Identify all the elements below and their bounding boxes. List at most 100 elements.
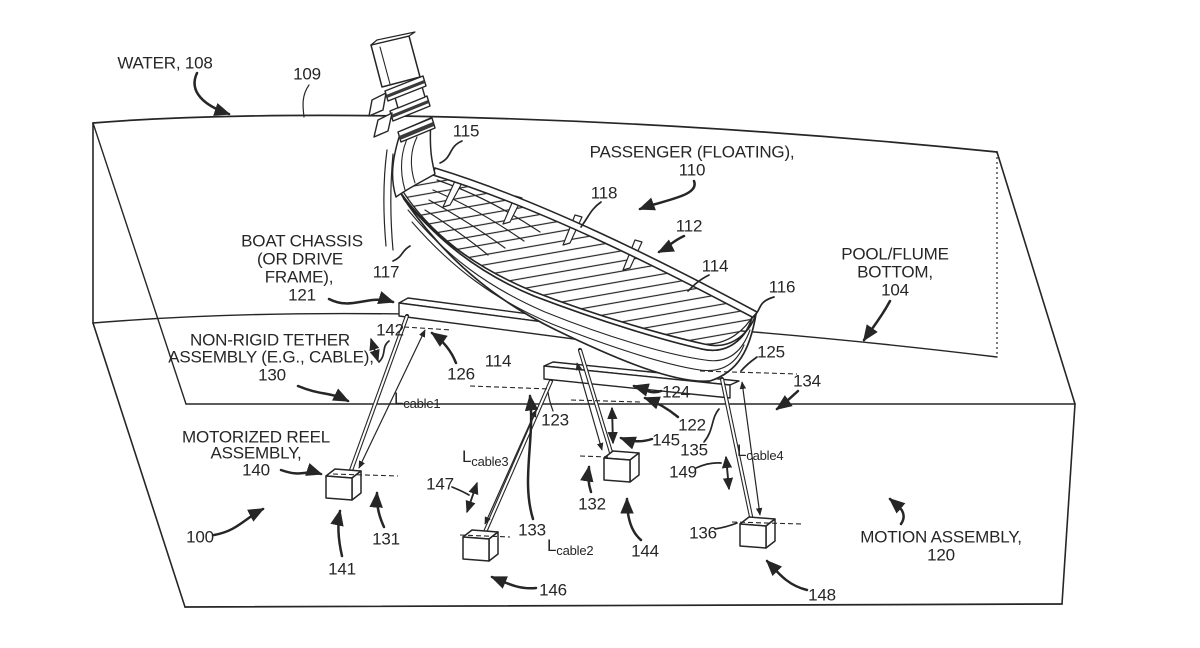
leader-132 xyxy=(580,465,594,494)
label-115: 115 xyxy=(453,122,480,141)
leader-130 xyxy=(296,384,350,403)
callout-leaders xyxy=(193,71,906,592)
label-motion-assembly: MOTION ASSEMBLY, xyxy=(860,528,1022,547)
label-131: 131 xyxy=(372,530,400,549)
cable-length-dimensions xyxy=(358,329,763,525)
label-chassis-1: BOAT CHASSIS xyxy=(241,232,363,251)
leader-145 xyxy=(619,436,654,450)
label-133: 133 xyxy=(518,521,546,540)
label-147: 147 xyxy=(426,475,454,494)
leader-146 xyxy=(490,575,538,590)
reel-box-148 xyxy=(739,516,776,549)
label-136: 136 xyxy=(689,524,717,543)
dim-cable2 xyxy=(575,362,604,451)
label-124: 124 xyxy=(662,383,690,402)
adjust-arrow-145 xyxy=(607,406,618,445)
leader-141 xyxy=(330,509,344,558)
leader-120 xyxy=(888,497,906,526)
label-tether-2: ASSEMBLY (E.G., CABLE), xyxy=(168,348,373,367)
label-141: 141 xyxy=(328,560,356,579)
reel-box-146 xyxy=(462,529,499,562)
label-135: 135 xyxy=(680,441,708,460)
label-110: 110 xyxy=(679,161,706,180)
leader-125 xyxy=(740,356,758,372)
leader-110 xyxy=(638,179,696,211)
label-lcable2: Lcable2 xyxy=(547,536,593,558)
adjust-arrow-142 xyxy=(369,337,380,363)
label-passenger: PASSENGER (FLOATING), xyxy=(590,143,795,162)
label-125: 125 xyxy=(757,343,785,362)
reel-box-144 xyxy=(603,450,640,483)
adjust-arrow-149 xyxy=(721,455,734,491)
label-146: 146 xyxy=(539,581,567,600)
dim-cable4 xyxy=(739,381,763,516)
leader-water-108 xyxy=(193,71,231,116)
boat xyxy=(368,31,758,383)
label-pool-bottom: BOTTOM, xyxy=(857,263,933,282)
dim-cable3 xyxy=(484,409,537,525)
label-114b: 114 xyxy=(485,352,512,371)
leader-116 xyxy=(753,296,775,317)
leader-109 xyxy=(302,84,310,118)
label-126: 126 xyxy=(447,365,475,384)
label-118: 118 xyxy=(591,184,618,203)
label-120: 120 xyxy=(927,546,955,565)
label-132: 132 xyxy=(578,495,606,514)
callout-labels: WATER, 108 109 115 PASSENGER (FLOATING),… xyxy=(117,54,1022,605)
leader-140 xyxy=(279,463,323,476)
label-pool-flume: POOL/FLUME xyxy=(841,245,949,264)
leader-122 xyxy=(643,396,680,419)
label-117: 117 xyxy=(373,263,400,282)
leader-124 xyxy=(632,383,663,397)
label-lcable4: Lcable4 xyxy=(737,441,783,463)
leader-131 xyxy=(369,491,386,529)
label-lcable3: Lcable3 xyxy=(462,447,508,469)
label-tether-1: NON-RIGID TETHER xyxy=(190,331,350,350)
label-130: 130 xyxy=(258,366,286,385)
dim-cable1 xyxy=(358,329,426,469)
leader-123 xyxy=(547,391,554,412)
leader-142 xyxy=(378,340,390,363)
label-lcable1: Lcable1 xyxy=(394,389,440,411)
leader-144 xyxy=(620,497,643,542)
label-109: 109 xyxy=(293,65,321,84)
leader-136 xyxy=(714,522,738,530)
leader-135 xyxy=(703,408,720,443)
adjust-arrow-147 xyxy=(465,481,479,514)
label-114a: 114 xyxy=(702,257,729,276)
leader-126 xyxy=(430,331,458,365)
label-chassis-3: FRAME), xyxy=(265,268,333,287)
label-112: 112 xyxy=(676,217,703,236)
label-121: 121 xyxy=(288,286,316,305)
leader-115 xyxy=(439,140,463,164)
label-144: 144 xyxy=(631,542,659,561)
label-149: 149 xyxy=(669,463,697,482)
label-motorized-reel: MOTORIZED REEL xyxy=(182,428,330,447)
label-123: 123 xyxy=(541,411,569,430)
leader-149 xyxy=(695,462,722,469)
label-chassis-2: (OR DRIVE xyxy=(257,250,343,269)
label-145: 145 xyxy=(652,431,680,450)
label-142: 142 xyxy=(376,321,404,340)
leader-121 xyxy=(327,291,395,305)
leader-133 xyxy=(524,394,539,521)
label-100: 100 xyxy=(186,528,214,547)
bow-strakes xyxy=(424,179,541,256)
label-116: 116 xyxy=(769,278,796,297)
label-148: 148 xyxy=(808,586,836,605)
label-134: 134 xyxy=(793,372,821,391)
boat-prow xyxy=(368,31,436,198)
leader-148 xyxy=(765,559,809,592)
label-water-108: WATER, 108 xyxy=(117,54,212,73)
leader-112 xyxy=(657,234,686,254)
reel-box-141 xyxy=(325,468,362,501)
leader-147 xyxy=(451,486,470,496)
label-104: 104 xyxy=(881,281,909,300)
label-reel-assembly: ASSEMBLY, xyxy=(210,444,301,463)
leader-100 xyxy=(212,507,265,537)
leader-114a xyxy=(687,274,710,292)
label-140: 140 xyxy=(242,461,270,480)
leader-118 xyxy=(580,201,602,228)
